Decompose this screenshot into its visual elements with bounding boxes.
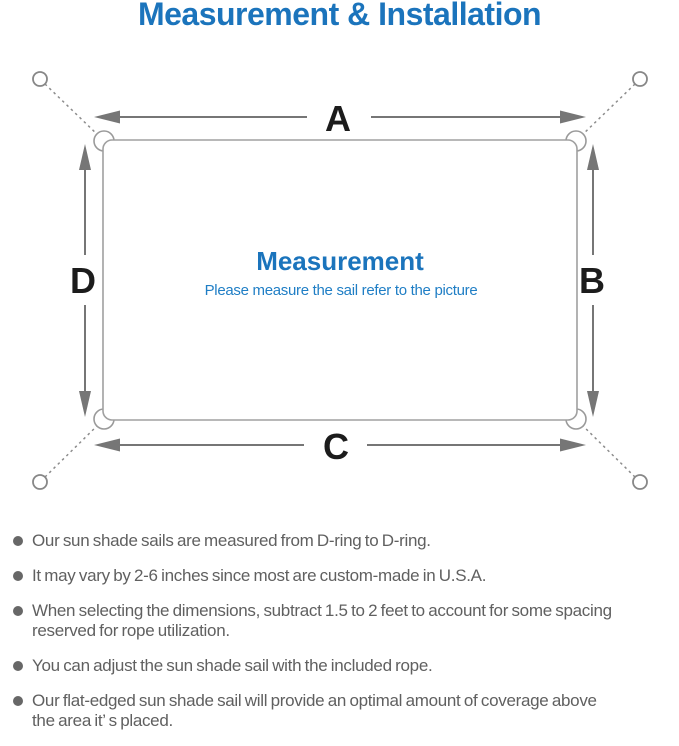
note-text: You can adjust the sun shade sail with t… bbox=[32, 656, 433, 675]
label-side-a: A bbox=[325, 98, 351, 139]
sail-outline bbox=[102, 139, 578, 421]
tie-line-bottom-right bbox=[578, 421, 636, 478]
label-side-d: D bbox=[70, 260, 96, 301]
height-arrow-right bbox=[587, 144, 599, 417]
note-item: When selecting the dimensions, subtract … bbox=[13, 601, 674, 641]
note-item: You can adjust the sun shade sail with t… bbox=[13, 656, 674, 676]
label-side-c: C bbox=[323, 426, 349, 467]
bullet-icon bbox=[13, 571, 23, 581]
anchor-point-bottom-right-icon bbox=[632, 474, 648, 490]
width-arrow-bottom bbox=[94, 438, 586, 452]
diagram-subtitle: Please measure the sail refer to the pic… bbox=[205, 282, 478, 299]
note-text: Our sun shade sails are measured from D-… bbox=[32, 531, 431, 550]
height-arrow-left bbox=[79, 144, 91, 417]
tie-line-top-left bbox=[44, 83, 102, 139]
bullet-icon bbox=[13, 606, 23, 616]
measurement-diagram: A B C D Measurement Please measure the s… bbox=[32, 71, 648, 490]
arrow-head-down-icon bbox=[79, 391, 91, 417]
notes-list: Our sun shade sails are measured from D-… bbox=[13, 531, 674, 746]
tie-line-top-right bbox=[578, 83, 636, 139]
anchor-point-top-right-icon bbox=[632, 71, 648, 87]
arrow-head-left-icon bbox=[94, 438, 120, 452]
anchor-point-bottom-left-icon bbox=[32, 474, 48, 490]
arrow-head-up-icon bbox=[587, 144, 599, 170]
arrow-head-right-icon bbox=[560, 110, 586, 124]
arrow-head-left-icon bbox=[94, 110, 120, 124]
note-text: It may vary by 2-6 inches since most are… bbox=[32, 566, 487, 585]
arrow-head-right-icon bbox=[560, 438, 586, 452]
note-item: It may vary by 2-6 inches since most are… bbox=[13, 566, 674, 586]
bullet-icon bbox=[13, 696, 23, 706]
bullet-icon bbox=[13, 536, 23, 546]
bullet-icon bbox=[13, 661, 23, 671]
diagram-heading: Measurement bbox=[256, 246, 424, 276]
arrow-head-down-icon bbox=[587, 391, 599, 417]
note-item: Our sun shade sails are measured from D-… bbox=[13, 531, 674, 551]
note-text: Our flat-edged sun shade sail will provi… bbox=[32, 691, 597, 730]
anchor-point-top-left-icon bbox=[32, 71, 48, 87]
note-item: Our flat-edged sun shade sail will provi… bbox=[13, 691, 674, 731]
page-title: Measurement & Installation bbox=[137, 0, 542, 32]
note-text: When selecting the dimensions, subtract … bbox=[32, 601, 612, 640]
tie-line-bottom-left bbox=[44, 421, 102, 478]
arrow-head-up-icon bbox=[79, 144, 91, 170]
width-arrow-top bbox=[94, 110, 586, 124]
label-side-b: B bbox=[579, 260, 605, 301]
